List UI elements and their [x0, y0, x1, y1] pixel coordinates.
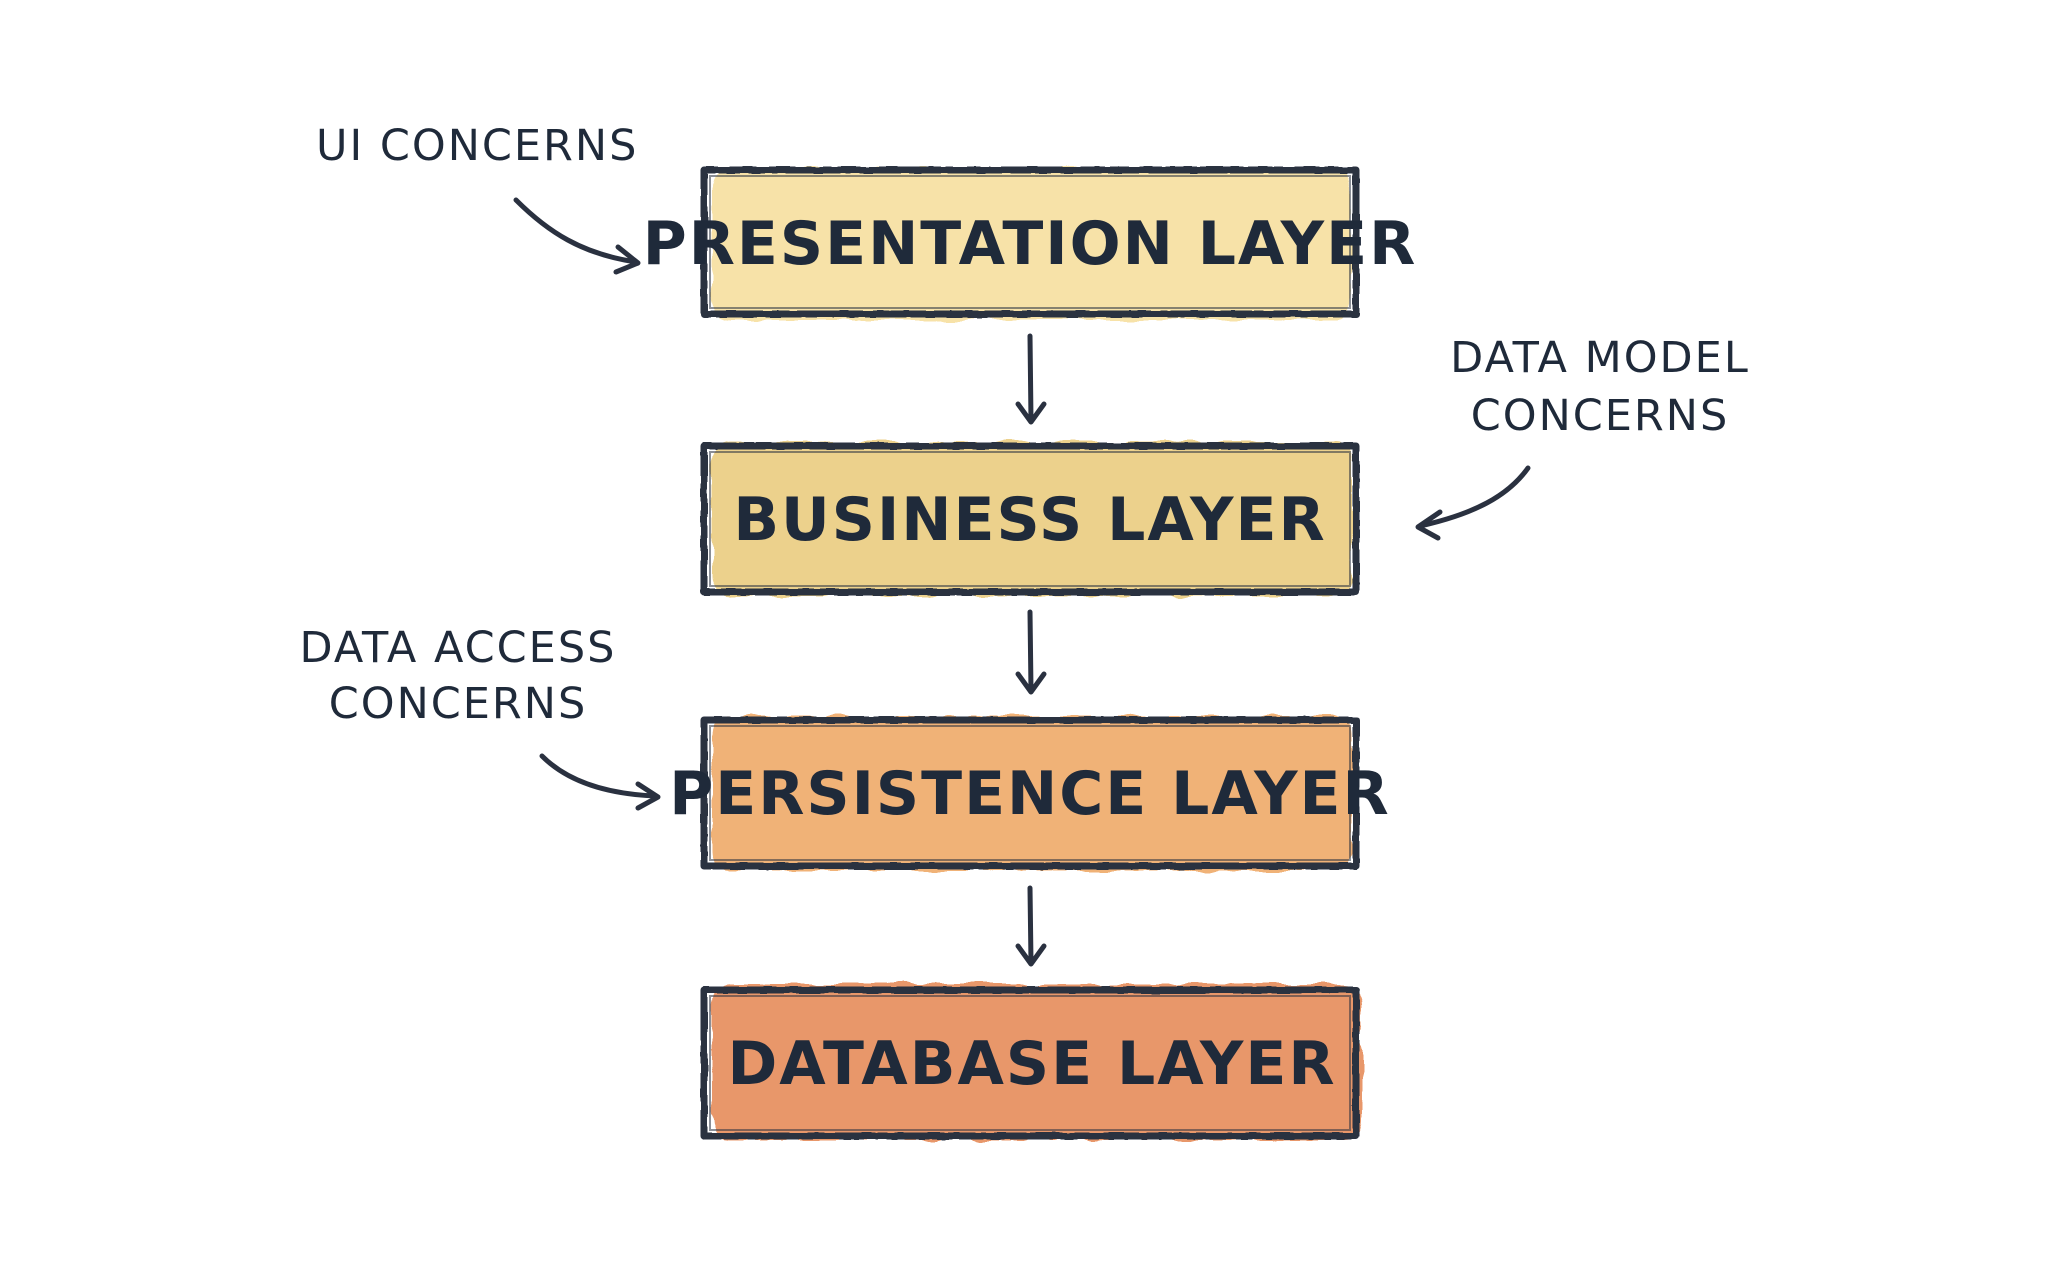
database-layer-inner-border — [709, 995, 1351, 1131]
business-layer-inner-border — [709, 451, 1351, 587]
ui-concerns-label: UI CONCERNS — [316, 121, 638, 171]
data-access-concerns-arrow — [539, 753, 661, 811]
database-layer-box: DATABASE LAYER — [700, 984, 1362, 1140]
data-access-concerns-label-line2: CONCERNS — [329, 679, 588, 729]
business-layer-fill — [712, 442, 1352, 596]
persistence-layer-label: PERSISTENCE LAYER — [669, 759, 1391, 829]
presentation-layer-border — [700, 166, 1360, 318]
database-layer-fill — [712, 984, 1362, 1140]
business-layer-box: BUSINESS LAYER — [700, 442, 1360, 596]
presentation-layer-inner-border — [709, 175, 1351, 309]
presentation-layer-fill — [712, 168, 1352, 320]
persistence-layer-box: PERSISTENCE LAYER — [669, 716, 1391, 870]
database-layer-label: DATABASE LAYER — [727, 1029, 1336, 1099]
database-layer-border — [700, 986, 1360, 1140]
presentation-layer-box: PRESENTATION LAYER — [643, 166, 1418, 320]
persistence-layer-border — [700, 716, 1360, 870]
business-layer-border — [700, 442, 1360, 596]
data-model-concerns-label-line1: DATA MODEL — [1450, 333, 1750, 383]
business-layer-label: BUSINESS LAYER — [733, 485, 1326, 555]
data-access-concerns-label-line1: DATA ACCESS — [300, 623, 617, 673]
data-model-concerns-arrow — [1415, 465, 1531, 541]
business-to-persistence-arrow — [1015, 609, 1047, 695]
ui-concerns-arrow — [513, 197, 641, 275]
persistence-to-database-arrow — [1015, 885, 1047, 967]
persistence-layer-fill — [712, 716, 1352, 870]
presentation-layer-label: PRESENTATION LAYER — [643, 209, 1418, 279]
data-model-concerns-label-line2: CONCERNS — [1471, 391, 1730, 441]
persistence-layer-inner-border — [709, 725, 1351, 861]
presentation-to-business-arrow — [1015, 333, 1047, 425]
